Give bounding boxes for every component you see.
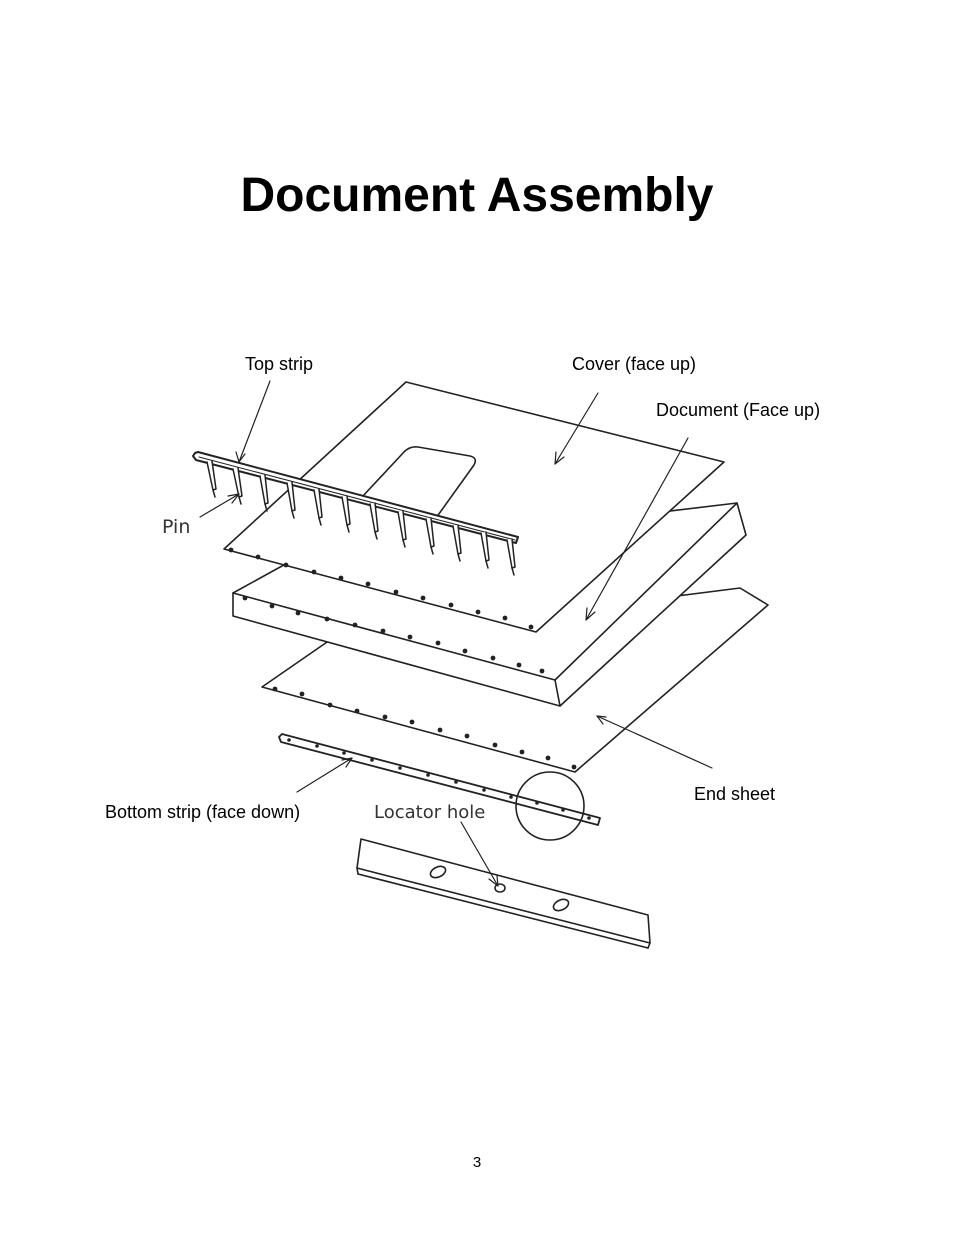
page-number: 3	[472, 1154, 482, 1171]
pin	[232, 467, 243, 505]
pin	[452, 524, 462, 562]
pin	[286, 481, 296, 519]
bottom-strip-label: Bottom strip (face down)	[105, 802, 301, 822]
leader-lines	[199, 380, 713, 887]
end-sheet-label: End sheet	[694, 784, 776, 804]
enlarged-strip-detail	[356, 838, 651, 949]
cover-sheet	[223, 381, 725, 633]
document-holes	[242, 595, 545, 674]
pin	[369, 502, 379, 540]
pins	[206, 460, 516, 576]
pin	[480, 531, 490, 569]
locator-magnifier-circle	[515, 771, 585, 841]
bottom-strip	[278, 733, 601, 826]
top-strip-label: Top strip	[245, 354, 314, 374]
end-sheet-holes	[272, 686, 577, 770]
pin-label: Pin	[162, 516, 191, 538]
top-strip	[192, 451, 519, 576]
slot-hole	[429, 865, 447, 879]
locator-hole	[494, 883, 506, 893]
cover-label: Cover (face up)	[572, 354, 697, 374]
document-label: Document (Face up)	[656, 400, 821, 420]
pin	[206, 460, 217, 498]
pin	[397, 510, 407, 548]
cover-holes	[228, 547, 534, 630]
pin	[313, 488, 323, 526]
pin	[425, 517, 435, 555]
bottom-strip-holes	[287, 738, 591, 820]
pin	[259, 474, 269, 512]
slot-hole	[552, 898, 570, 912]
page-title: Document Assembly	[240, 169, 714, 222]
cover-window	[361, 446, 477, 519]
pin	[341, 495, 351, 533]
locator-hole-label: Locator hole	[374, 802, 486, 823]
pin	[506, 538, 516, 576]
